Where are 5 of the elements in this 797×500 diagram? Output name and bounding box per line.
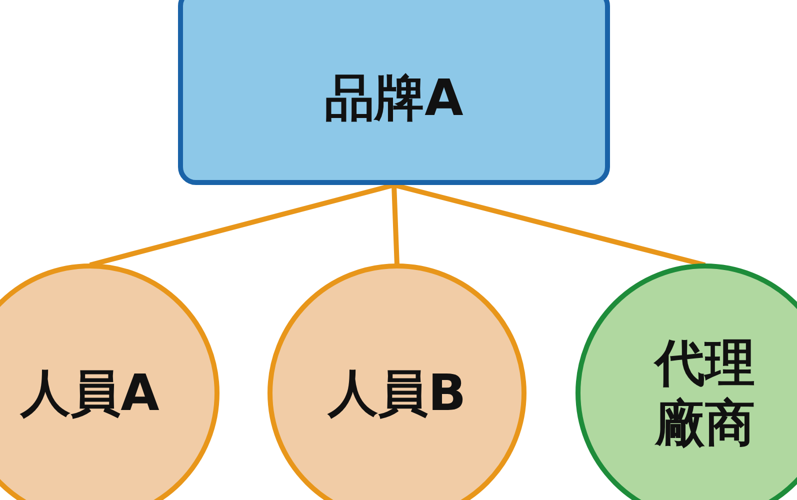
connector-line [392,184,400,266]
header-box: 品牌A [178,0,610,185]
node-label: 人員B [326,363,468,423]
node-label: 人員A [18,363,160,423]
node-label: 代理廠商 [652,333,756,453]
